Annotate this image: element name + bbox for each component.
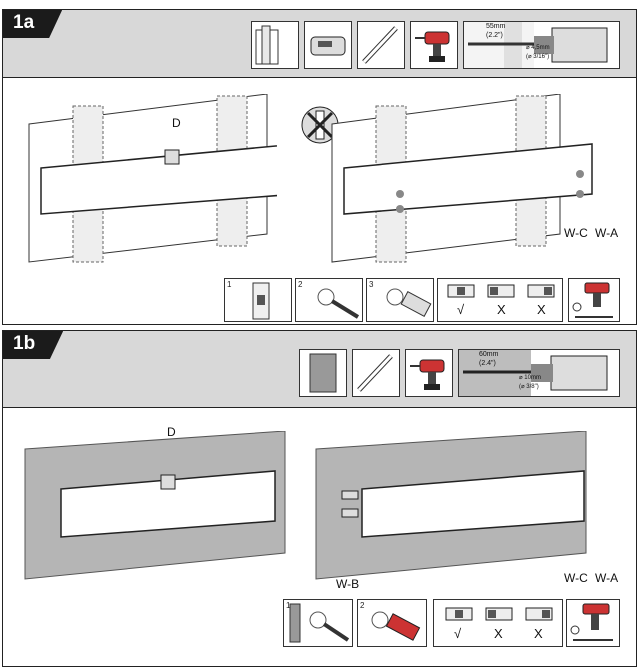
- drill-tools-icon: [568, 278, 620, 322]
- step-3-box: 3: [366, 278, 434, 322]
- section-tag: 1a: [3, 10, 63, 38]
- drill-diameter-label: ⌀ 10mm: [519, 375, 541, 381]
- level-bad-mark-2: X: [534, 626, 543, 641]
- label-d-right: D: [167, 425, 176, 439]
- step-1-box: 1: [224, 278, 292, 322]
- drill-tools-icon: [566, 599, 620, 647]
- section-1b-header: 1b 60mm (2.4") ⌀ 10mm (⌀ 3/8": [3, 331, 636, 408]
- drill-depth-diagram: 55mm (2.2") ⌀ 4,5mm (⌀ 3/16"): [463, 21, 620, 69]
- label-wb-1b: W-B: [336, 577, 360, 591]
- drill-depth-label: 55mm: [486, 23, 506, 30]
- drill-diameter-inch: (⌀ 3/16"): [526, 54, 550, 60]
- drill-depth-diagram: 60mm (2.4") ⌀ 10mm (⌀ 3/8"): [458, 349, 620, 397]
- label-wa-1a: W-A: [595, 226, 619, 240]
- concrete-wall-icon: [299, 349, 347, 397]
- pencil-icon: [352, 349, 400, 397]
- level-ok-mark: √: [454, 626, 462, 641]
- no-anchor-icon: [301, 106, 339, 144]
- section-tag: 1b: [3, 331, 64, 359]
- drill-diameter-label: ⌀ 4,5mm: [526, 45, 550, 51]
- label-wc-1a: W-C: [564, 226, 588, 240]
- drill-icon: [410, 21, 458, 69]
- drill-depth-inch: (2.4"): [479, 360, 496, 367]
- level-bad-mark-1: X: [494, 626, 503, 641]
- level-bad-mark-1: X: [497, 302, 506, 317]
- label-wa-1b: W-A: [595, 571, 619, 585]
- section-1a: 1a: [2, 9, 637, 325]
- step-1-box: 1: [283, 599, 353, 647]
- pencil-icon: [357, 21, 405, 69]
- stud-finder-icon: [304, 21, 352, 69]
- wall-mount-left-illustration: [28, 94, 277, 263]
- level-ok-mark: √: [457, 302, 465, 317]
- step-2-box: 2: [295, 278, 363, 322]
- step-2-box: 2: [357, 599, 427, 647]
- level-bad-mark-2: X: [537, 302, 546, 317]
- level-check-box: √ X X: [437, 278, 563, 322]
- level-check-box: √ X X: [433, 599, 563, 647]
- wood-stud-icon: [251, 21, 299, 69]
- section-1b: 1b 60mm (2.4") ⌀ 10mm (⌀ 3/8": [2, 330, 637, 667]
- concrete-mount-right-illustration: [315, 431, 587, 580]
- label-d-left: D: [172, 116, 181, 130]
- drill-diameter-inch: (⌀ 3/8"): [519, 384, 539, 390]
- wall-mount-right-illustration: [331, 94, 593, 263]
- drill-depth-inch: (2.2"): [486, 32, 503, 39]
- concrete-mount-left-illustration: [24, 431, 286, 580]
- label-wc-1b: W-C: [564, 571, 588, 585]
- drill-icon: [405, 349, 453, 397]
- section-1a-header: 1a: [3, 10, 636, 78]
- drill-depth-label: 60mm: [479, 351, 499, 358]
